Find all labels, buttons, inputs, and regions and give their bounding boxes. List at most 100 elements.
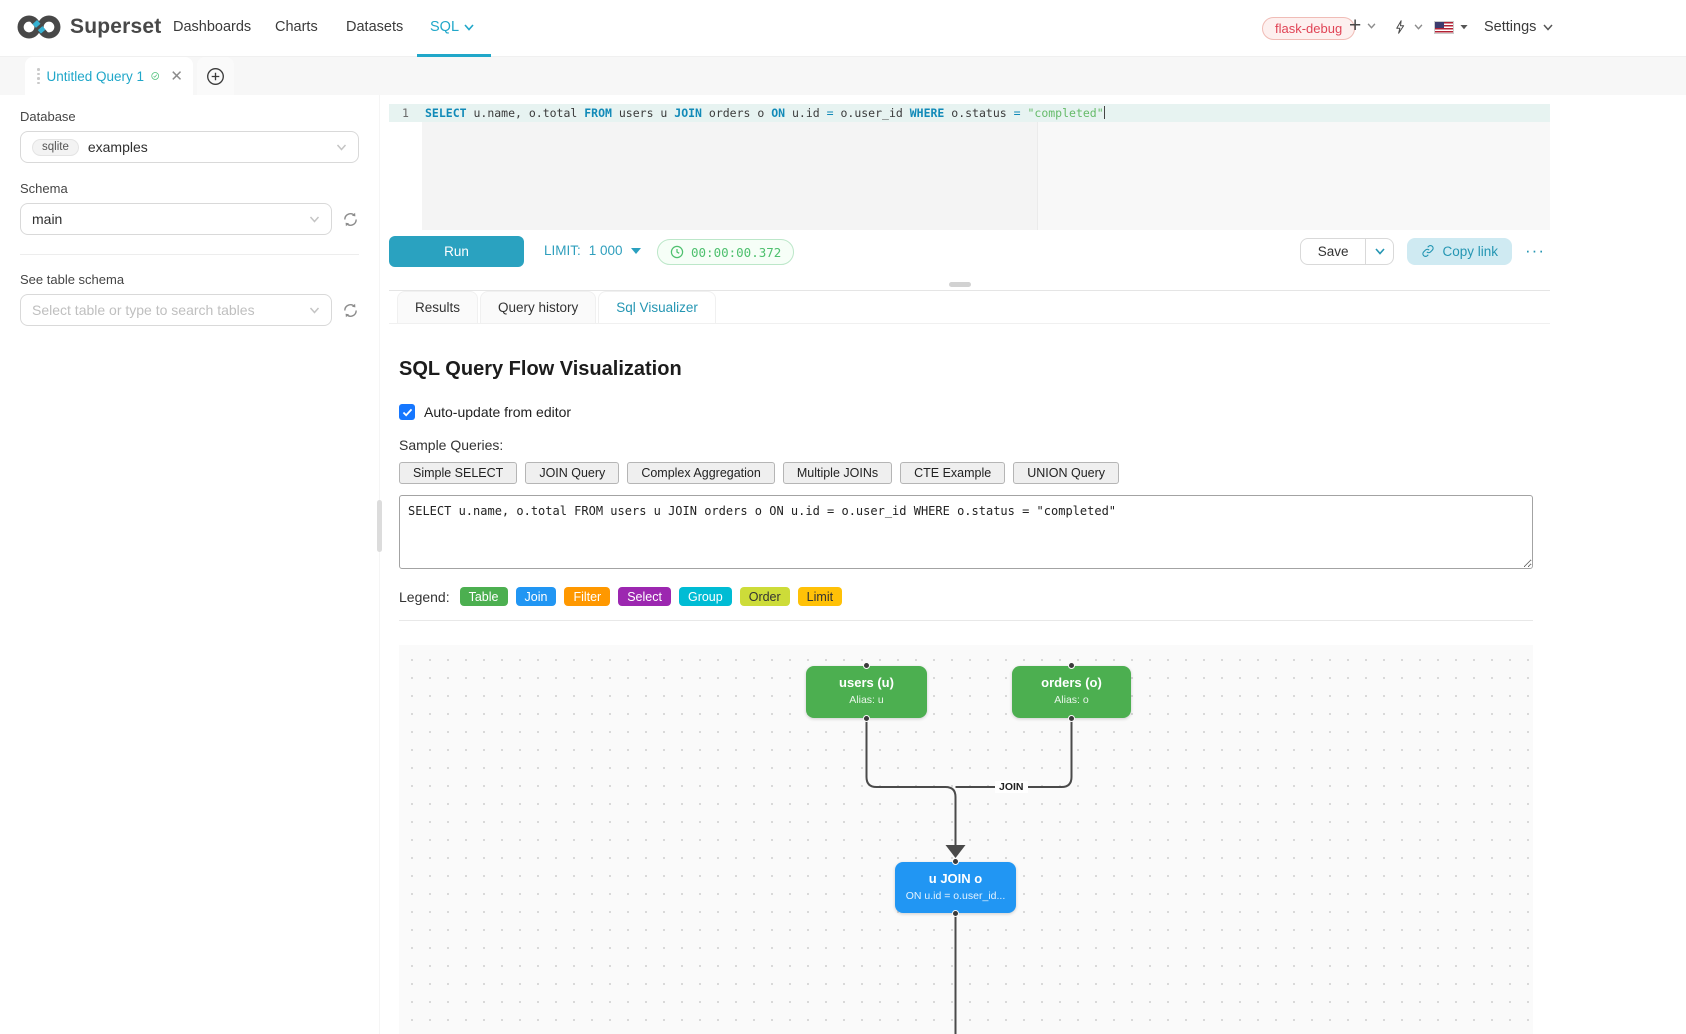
nav-sql[interactable]: SQL	[430, 19, 474, 35]
flow-canvas[interactable]: JOIN users (u) Alias: u orders (o) Alias…	[399, 645, 1533, 1034]
run-button[interactable]: Run	[389, 236, 524, 267]
legend-chip: Filter	[564, 587, 611, 606]
sample-query-button[interactable]: UNION Query	[1013, 462, 1120, 484]
editor-body[interactable]	[422, 122, 1550, 230]
database-select[interactable]: sqlite examples	[20, 131, 359, 163]
language-picker[interactable]	[1434, 21, 1468, 34]
nav-charts[interactable]: Charts	[275, 19, 318, 35]
us-flag-icon	[1434, 21, 1454, 34]
new-query-tab-button[interactable]	[197, 57, 234, 95]
visualizer-title: SQL Query Flow Visualization	[399, 358, 682, 380]
caret-down-icon	[1460, 25, 1468, 30]
splitter-drag-handle[interactable]	[949, 282, 971, 287]
schema-select[interactable]: main	[20, 203, 332, 235]
superset-infinity-icon	[17, 15, 61, 39]
save-split-button: Save	[1299, 237, 1395, 265]
limit-value: 1 000	[588, 243, 623, 258]
panel-resize-handle[interactable]	[377, 500, 382, 552]
db-engine-badge: sqlite	[32, 138, 79, 156]
node-handle[interactable]	[952, 858, 959, 865]
schema-value: main	[32, 211, 63, 227]
flow-node-orders[interactable]: orders (o) Alias: o	[1012, 662, 1131, 722]
new-item-dropdown[interactable]: +	[1349, 14, 1376, 37]
legend-chip: Order	[739, 587, 790, 606]
active-nav-underline	[417, 54, 491, 57]
node-title: orders (o)	[1041, 675, 1102, 690]
sample-query-button[interactable]: JOIN Query	[525, 462, 620, 484]
node-handle[interactable]	[1068, 715, 1075, 722]
sample-query-button[interactable]: Complex Aggregation	[627, 462, 775, 484]
editor-print-margin	[1037, 122, 1550, 230]
plus-icon: +	[1349, 14, 1362, 37]
legend-chip: Select	[618, 587, 671, 606]
flow-node-users[interactable]: users (u) Alias: u	[806, 662, 927, 722]
link-icon	[1422, 245, 1435, 257]
sql-code-line[interactable]: SELECT u.name, o.total FROM users u JOIN…	[425, 106, 1106, 120]
query-timer: 00:00:00.372	[657, 239, 795, 265]
sqllab-left-panel: Database sqlite examples Schema main See…	[0, 95, 380, 1034]
nav-datasets[interactable]: Datasets	[346, 19, 404, 35]
chevron-down-icon	[336, 144, 347, 151]
nav-dashboards[interactable]: Dashboards	[173, 19, 252, 35]
content-divider	[399, 620, 1533, 621]
sample-query-button[interactable]: Multiple JOINs	[782, 462, 893, 484]
refresh-icon[interactable]	[342, 211, 359, 228]
query-tab[interactable]: Untitled Query 1 ✕	[25, 57, 193, 95]
node-handle[interactable]	[863, 662, 870, 669]
database-label: Database	[20, 109, 76, 124]
check-icon	[402, 408, 412, 416]
join-edge-label: JOIN	[995, 781, 1028, 793]
legend-chip: Join	[515, 587, 557, 606]
nav-sql-label: SQL	[430, 19, 460, 35]
save-button[interactable]: Save	[1299, 237, 1367, 265]
tab-results[interactable]: Results	[397, 291, 479, 323]
drag-handle-icon[interactable]	[37, 68, 40, 84]
node-subtitle: ON u.id = o.user_id...	[905, 890, 1006, 902]
environment-badge: flask-debug	[1262, 17, 1356, 40]
table-select[interactable]: Select table or type to search tables	[20, 294, 332, 326]
brand-name: Superset	[70, 15, 162, 38]
check-circle-icon	[151, 72, 160, 80]
table-schema-label: See table schema	[20, 272, 125, 287]
chevron-down-icon	[1367, 23, 1376, 29]
clock-icon	[670, 245, 684, 259]
save-options-button[interactable]	[1366, 237, 1395, 265]
node-handle[interactable]	[952, 910, 959, 917]
tab-sql-visualizer[interactable]: Sql Visualizer	[598, 291, 716, 323]
settings-menu[interactable]: Settings	[1484, 19, 1553, 35]
chevron-down-icon	[1375, 247, 1385, 255]
sample-query-button[interactable]: CTE Example	[900, 462, 1006, 484]
node-handle[interactable]	[1068, 662, 1075, 669]
superset-logo[interactable]: Superset	[16, 12, 161, 42]
schema-label: Schema	[20, 181, 68, 196]
sidebar-divider	[20, 254, 359, 255]
limit-dropdown[interactable]: LIMIT: 1 000	[544, 243, 641, 258]
chevron-down-icon	[309, 216, 320, 223]
timer-value: 00:00:00.372	[691, 244, 782, 260]
refresh-icon[interactable]	[342, 302, 359, 319]
copy-link-button[interactable]: Copy link	[1407, 237, 1513, 265]
sample-query-button[interactable]: Simple SELECT	[399, 462, 518, 484]
flow-node-join[interactable]: u JOIN o ON u.id = o.user_id...	[895, 858, 1016, 917]
query-tabstrip: Untitled Query 1 ✕	[0, 57, 1686, 95]
line-number: 1	[402, 106, 409, 120]
auto-update-label: Auto-update from editor	[424, 404, 572, 420]
node-handle[interactable]	[863, 715, 870, 722]
query-search-dropdown[interactable]	[1393, 17, 1423, 37]
auto-update-checkbox[interactable]	[399, 404, 415, 420]
sql-editor[interactable]: 1 SELECT u.name, o.total FROM users u JO…	[389, 100, 1550, 230]
query-input[interactable]: SELECT u.name, o.total FROM users u JOIN…	[399, 495, 1533, 569]
chevron-down-icon	[309, 307, 320, 314]
tab-query-history[interactable]: Query history	[480, 291, 597, 323]
editor-active-line[interactable]: 1 SELECT u.name, o.total FROM users u JO…	[389, 104, 1550, 122]
more-menu-button[interactable]: ···	[1525, 241, 1545, 260]
sql-visualizer-panel: SQL Query Flow Visualization Auto-update…	[399, 324, 1533, 1034]
node-title: users (u)	[839, 675, 894, 690]
caret-down-icon	[630, 247, 641, 254]
editor-toolbar: Run LIMIT: 1 000 00:00:00.372 Save	[389, 236, 1550, 268]
node-title: u JOIN o	[928, 871, 983, 886]
close-tab-icon[interactable]: ✕	[170, 68, 183, 85]
